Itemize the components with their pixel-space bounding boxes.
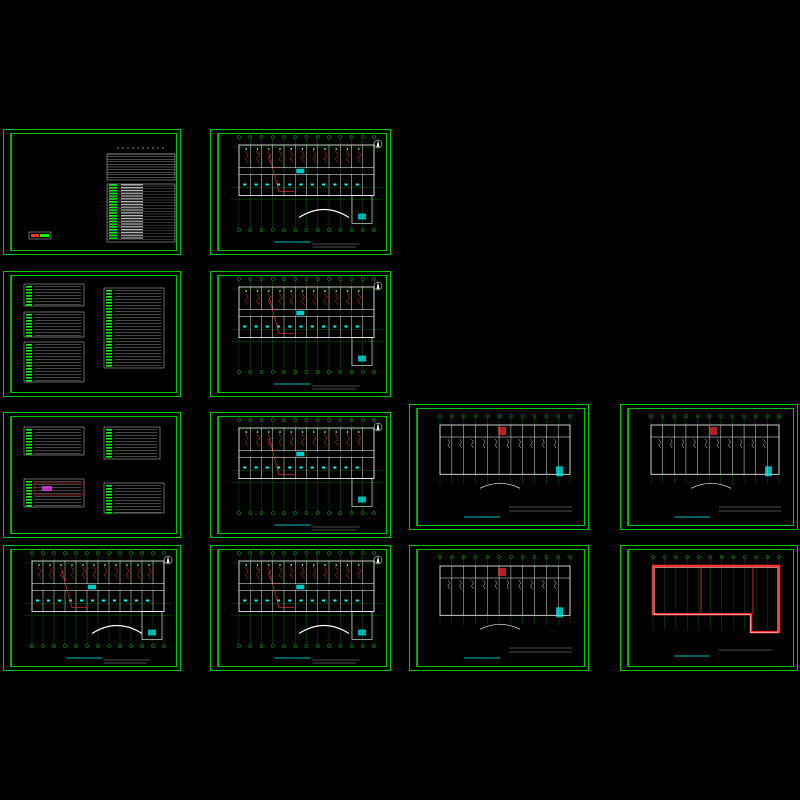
- floor-plan: [24, 551, 173, 664]
- title-strip: [212, 416, 218, 534]
- system-diagram: [23, 283, 165, 383]
- sheet-graphics: [231, 135, 383, 248]
- drawing-sheet-6[interactable]: [210, 412, 391, 538]
- floor-plan: [649, 414, 782, 518]
- sheet-border: [11, 133, 177, 251]
- title-strip: [411, 549, 417, 667]
- floor-plan: [438, 414, 572, 518]
- drawing-sheet-4[interactable]: [210, 271, 391, 397]
- system-diagram: [23, 426, 165, 514]
- floor-plan: [231, 551, 383, 664]
- sheet-border: [417, 408, 585, 526]
- sheet-border: [628, 549, 794, 667]
- sheet-graphics: [649, 414, 782, 518]
- legend-table: [28, 147, 176, 243]
- drawing-sheet-2[interactable]: [210, 129, 391, 255]
- title-strip: [5, 275, 11, 393]
- sheet-border: [218, 275, 387, 393]
- drawing-sheet-11[interactable]: [409, 545, 589, 671]
- sheet-border: [218, 549, 387, 667]
- sheet-graphics: [231, 551, 383, 664]
- drawing-sheet-3[interactable]: [3, 271, 181, 397]
- sheet-border: [11, 416, 177, 534]
- title-strip: [5, 133, 11, 251]
- sheet-border: [417, 549, 585, 667]
- title-strip: [212, 549, 218, 667]
- floor-plan: [231, 277, 383, 390]
- sheet-border: [218, 416, 387, 534]
- roof-plan: [651, 555, 781, 657]
- sheet-graphics: [24, 551, 173, 664]
- sheet-border: [628, 408, 794, 526]
- sheet-border: [11, 549, 177, 667]
- sheet-border: [218, 133, 387, 251]
- floor-plan: [231, 418, 383, 531]
- drawing-sheet-12[interactable]: [620, 545, 798, 671]
- sheet-graphics: [438, 414, 572, 518]
- title-strip: [5, 416, 11, 534]
- drawing-sheet-1[interactable]: [3, 129, 181, 255]
- sheet-graphics: [231, 418, 383, 531]
- sheet-graphics: [438, 555, 572, 659]
- title-strip: [5, 549, 11, 667]
- drawing-sheet-5[interactable]: [3, 412, 181, 538]
- title-strip: [411, 408, 417, 526]
- drawing-sheet-10[interactable]: [210, 545, 391, 671]
- sheet-graphics: [28, 147, 176, 243]
- sheet-graphics: [23, 283, 165, 383]
- sheet-graphics: [23, 426, 165, 514]
- title-strip: [212, 133, 218, 251]
- title-strip: [622, 408, 628, 526]
- sheet-graphics: [231, 277, 383, 390]
- title-strip: [212, 275, 218, 393]
- drawing-sheet-9[interactable]: [3, 545, 181, 671]
- sheet-border: [11, 275, 177, 393]
- sheet-graphics: [651, 555, 781, 657]
- drawing-sheet-7[interactable]: [409, 404, 589, 530]
- floor-plan: [231, 135, 383, 248]
- floor-plan: [438, 555, 572, 659]
- drawing-sheet-8[interactable]: [620, 404, 798, 530]
- title-strip: [622, 549, 628, 667]
